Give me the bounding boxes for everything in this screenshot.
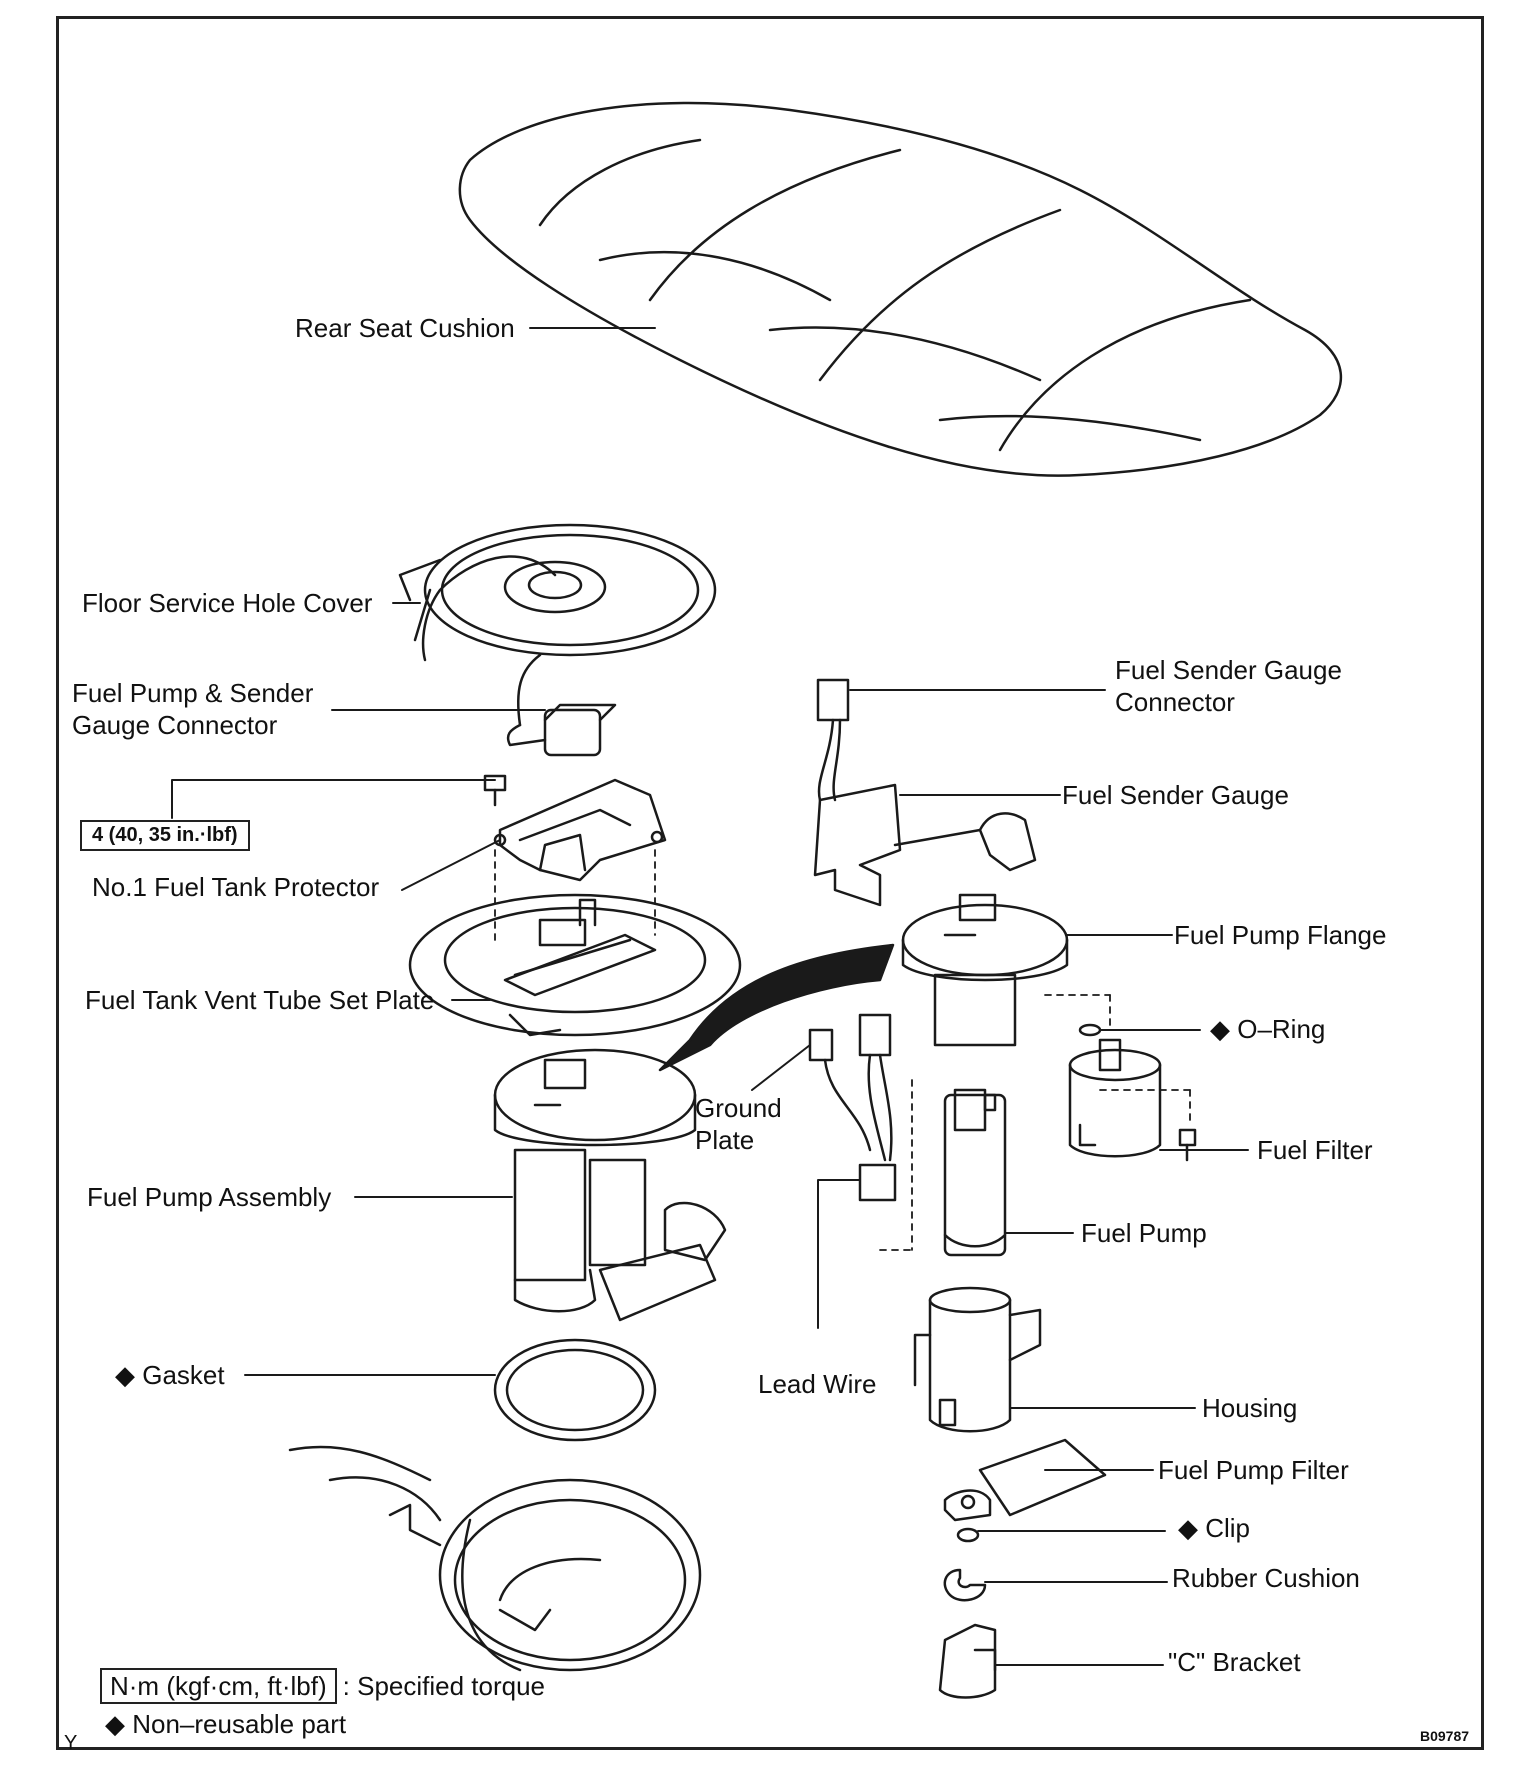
label-ground-plate-2: Plate bbox=[695, 1125, 755, 1155]
label-fuel-pump-filter: Fuel Pump Filter bbox=[1158, 1455, 1349, 1485]
fuel-pump-sender-connector-drawing bbox=[506, 703, 617, 757]
gasket-drawing bbox=[493, 1338, 657, 1442]
legend-nonreusable: ◆ Non–reusable part bbox=[105, 1709, 347, 1739]
fuel-pump-assembly-drawing bbox=[493, 1048, 727, 1322]
guide-lines-protector bbox=[494, 849, 656, 946]
c-bracket-drawing bbox=[938, 1623, 997, 1699]
label-fuel-pump-sender-connector-1: Fuel Pump & Sender bbox=[72, 678, 314, 708]
label-fuel-sender-gauge-connector-1: Fuel Sender Gauge bbox=[1115, 655, 1342, 685]
label-rear-seat-cushion: Rear Seat Cushion bbox=[295, 313, 515, 343]
label-fuel-sender-gauge-connector-2: Connector bbox=[1115, 687, 1235, 717]
label-clip: ◆ Clip bbox=[1178, 1513, 1251, 1543]
label-fuel-tank-vent-tube-set-plate: Fuel Tank Vent Tube Set Plate bbox=[85, 985, 435, 1015]
label-fuel-filter: Fuel Filter bbox=[1257, 1135, 1373, 1165]
label-no1-fuel-tank-protector: No.1 Fuel Tank Protector bbox=[92, 872, 380, 902]
leader-lines bbox=[171, 327, 1249, 1666]
label-fuel-pump: Fuel Pump bbox=[1081, 1218, 1207, 1248]
label-rubber-cushion: Rubber Cushion bbox=[1172, 1563, 1360, 1593]
fuel-tank-vent-tube-set-plate-drawing bbox=[408, 893, 742, 1037]
fuel-pump-flange-drawing bbox=[901, 893, 1069, 1047]
bolt-drawing bbox=[483, 774, 507, 807]
label-o-ring: ◆ O–Ring bbox=[1210, 1014, 1326, 1044]
rear-seat-cushion-drawing bbox=[458, 101, 1343, 477]
fuel-pump-drawing bbox=[943, 1088, 1007, 1257]
label-fuel-pump-sender-connector-2: Gauge Connector bbox=[72, 710, 278, 740]
rubber-cushion-drawing bbox=[943, 1568, 987, 1602]
legend-torque-desc: : Specified torque bbox=[342, 1671, 546, 1701]
fuel-filter-drawing bbox=[1068, 1038, 1197, 1162]
fuel-pump-filter-drawing bbox=[943, 1438, 1107, 1522]
ground-plate-lead-wire-drawing bbox=[808, 1013, 897, 1202]
label-c-bracket: "C" Bracket bbox=[1168, 1647, 1301, 1677]
fuel-sender-gauge-drawing bbox=[813, 783, 1037, 907]
diagram-frame bbox=[56, 16, 1484, 1750]
label-floor-service-hole-cover: Floor Service Hole Cover bbox=[82, 588, 373, 618]
floor-service-hole-cover-drawing bbox=[398, 523, 717, 727]
torque-spec-box: 4 (40, 35 in.·lbf) bbox=[80, 820, 250, 851]
label-housing: Housing bbox=[1202, 1393, 1298, 1423]
guide-lines-flange bbox=[879, 994, 1191, 1251]
assembly-arrow-drawing bbox=[658, 943, 895, 1072]
o-ring-drawing bbox=[1078, 1023, 1102, 1037]
fuel-tank-opening-drawing bbox=[288, 1445, 702, 1672]
housing-drawing bbox=[913, 1286, 1042, 1433]
label-ground-plate-1: Ground bbox=[695, 1093, 782, 1123]
fuel-sender-gauge-connector-drawing bbox=[816, 678, 850, 802]
figure-id: B09787 bbox=[1420, 1728, 1470, 1744]
corner-mark: Y bbox=[64, 1732, 78, 1754]
label-fuel-pump-flange: Fuel Pump Flange bbox=[1174, 920, 1387, 950]
clip-drawing bbox=[956, 1527, 980, 1543]
no1-fuel-tank-protector-drawing bbox=[493, 778, 667, 882]
legend-torque: N·m (kgf·cm, ft·lbf): Specified torque bbox=[100, 1668, 545, 1704]
legend-torque-unit: N·m (kgf·cm, ft·lbf) bbox=[100, 1668, 337, 1704]
label-lead-wire: Lead Wire bbox=[758, 1369, 877, 1399]
label-fuel-pump-assembly: Fuel Pump Assembly bbox=[87, 1182, 332, 1212]
label-gasket: ◆ Gasket bbox=[115, 1360, 225, 1390]
label-fuel-sender-gauge: Fuel Sender Gauge bbox=[1062, 780, 1289, 810]
